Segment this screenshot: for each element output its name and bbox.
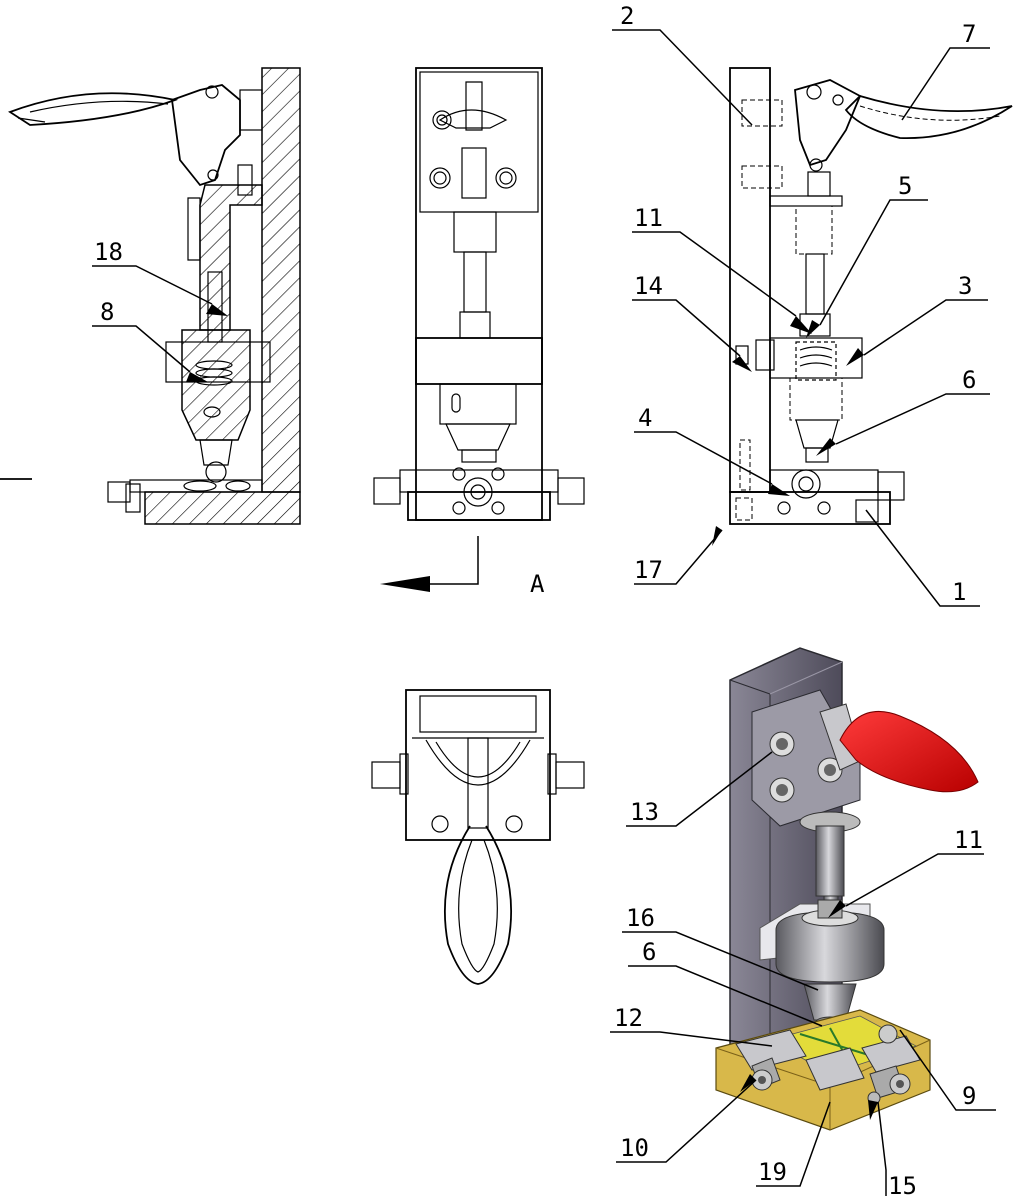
part-label-14: 14 <box>634 272 663 300</box>
part-labels: 2 7 5 11 3 14 6 4 17 1 18 8 13 11 16 6 1… <box>94 2 983 1200</box>
part-label-15: 15 <box>888 1172 917 1200</box>
part-label-7: 7 <box>962 20 976 48</box>
part-label-6-top: 6 <box>962 366 976 394</box>
side-view <box>729 67 1013 525</box>
part-label-19: 19 <box>758 1158 787 1186</box>
part-label-3: 3 <box>958 272 972 300</box>
part-label-9: 9 <box>962 1082 976 1110</box>
front-view <box>373 67 585 592</box>
section-label: A <box>530 570 545 598</box>
part-label-10: 10 <box>620 1134 649 1162</box>
part-label-11-iso: 11 <box>954 826 983 854</box>
part-label-6-iso: 6 <box>642 938 656 966</box>
part-label-8: 8 <box>100 298 114 326</box>
part-label-11-top: 11 <box>634 204 663 232</box>
part-label-13: 13 <box>630 798 659 826</box>
isometric-view <box>715 647 979 1131</box>
part-label-2: 2 <box>620 2 634 30</box>
top-view <box>371 689 585 985</box>
part-label-4: 4 <box>638 404 652 432</box>
part-label-17: 17 <box>634 556 663 584</box>
part-label-12: 12 <box>614 1004 643 1032</box>
leader-lines <box>92 29 996 1196</box>
part-label-1: 1 <box>952 578 966 606</box>
section-view <box>0 67 301 525</box>
part-label-5: 5 <box>898 172 912 200</box>
part-label-16: 16 <box>626 904 655 932</box>
part-label-18: 18 <box>94 238 123 266</box>
leader-arrowheads <box>186 304 878 1120</box>
